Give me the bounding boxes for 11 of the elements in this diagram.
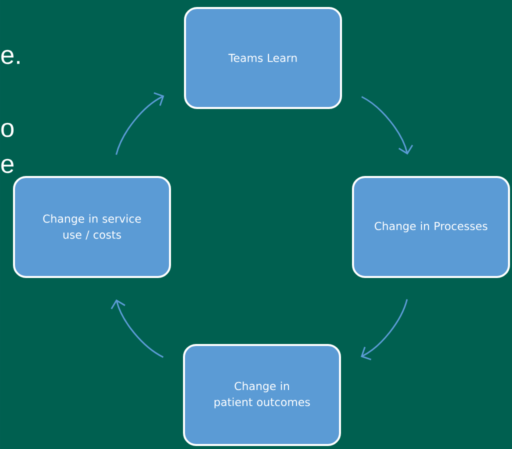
slide-text: e (1, 158, 14, 174)
arrow (360, 299, 408, 360)
process-box: Change in Processes (352, 176, 510, 278)
arrow (116, 92, 164, 155)
slide-text: e. (1, 50, 20, 64)
arrow (110, 299, 164, 358)
process-box: Change in patient outcomes (183, 344, 341, 446)
process-box: Teams Learn (184, 7, 342, 109)
slide-text: o (1, 122, 14, 138)
process-box: Change in service use / costs (13, 176, 171, 278)
arrow (361, 96, 414, 155)
